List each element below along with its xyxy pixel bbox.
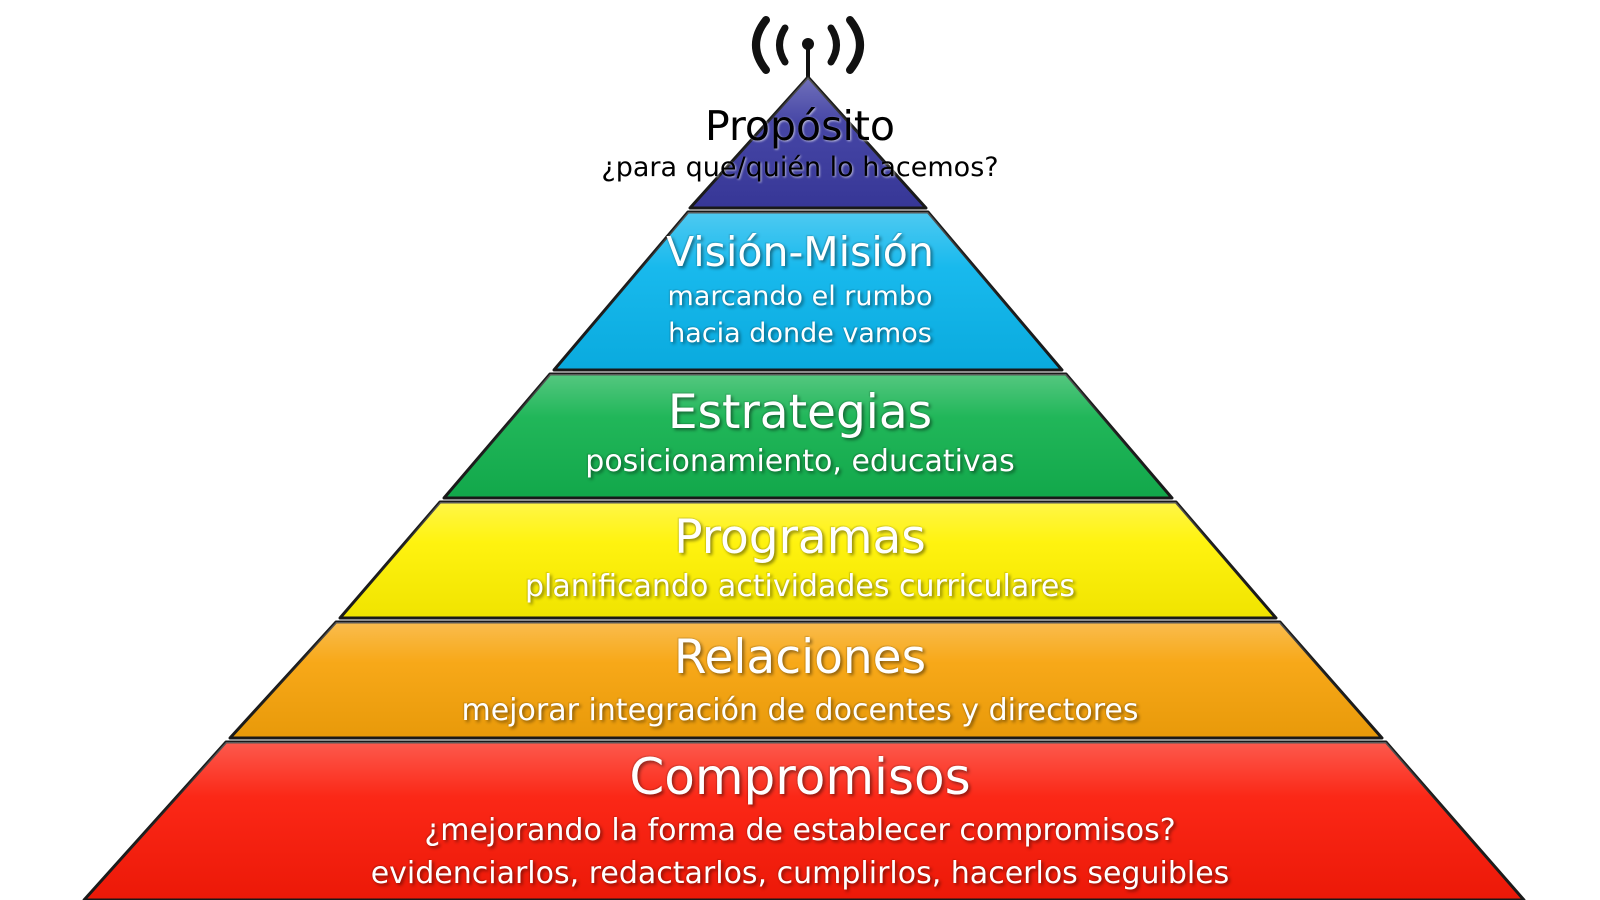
level-estrategias bbox=[442, 372, 1174, 500]
programas-title: Programas bbox=[674, 510, 926, 565]
vision-mision-title: Visión-Misión bbox=[666, 228, 934, 276]
compromisos-subtitle-line-1: ¿mejorando la forma de establecer compro… bbox=[424, 813, 1176, 848]
vision-mision-subtitle-line-2: hacia donde vamos bbox=[668, 318, 932, 349]
proposito-subtitle: ¿para que/quién lo hacemos? bbox=[601, 152, 999, 183]
relaciones-title: Relaciones bbox=[673, 630, 927, 685]
estrategias-subtitle: posicionamiento, educativas bbox=[585, 444, 1015, 479]
compromisos-subtitle-line-2: evidenciarlos, redactarlos, cumplirlos, … bbox=[370, 856, 1230, 891]
proposito-title: Propósito bbox=[704, 102, 896, 150]
compromisos-title: Compromisos bbox=[629, 748, 971, 806]
level-proposito bbox=[688, 75, 928, 210]
antenna-broadcast-icon bbox=[752, 16, 864, 82]
vision-mision-subtitle-line-1: marcando el rumbo bbox=[667, 281, 933, 312]
relaciones-subtitle: mejorar integración de docentes y direct… bbox=[461, 693, 1139, 728]
estrategias-title: Estrategias bbox=[667, 385, 933, 440]
programas-subtitle: planificando actividades curriculares bbox=[525, 569, 1075, 604]
level-vision-mision bbox=[552, 210, 1064, 372]
level-programas bbox=[338, 500, 1278, 620]
level-relaciones bbox=[228, 620, 1384, 740]
level-compromisos bbox=[82, 740, 1526, 900]
